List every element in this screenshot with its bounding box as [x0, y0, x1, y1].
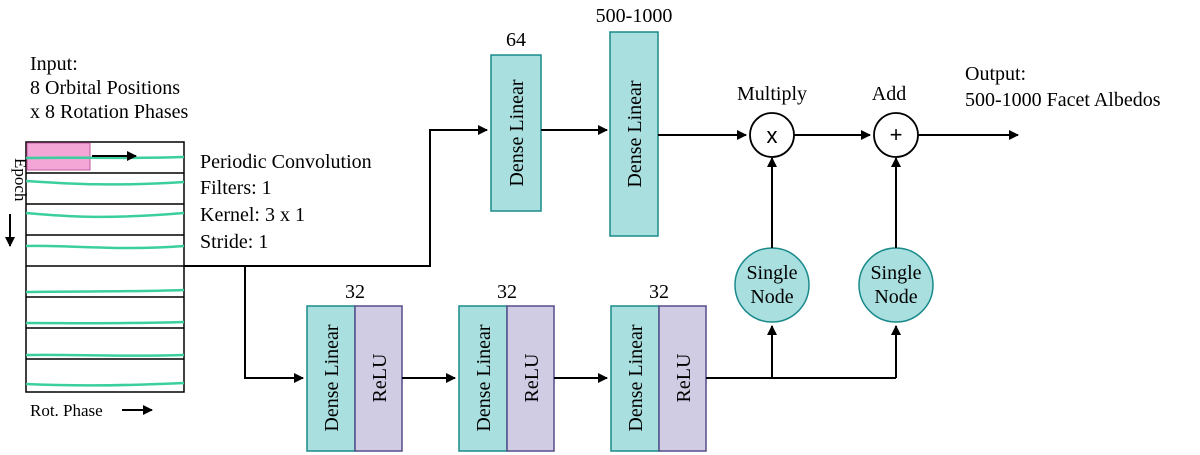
- multiply-symbol: x: [767, 123, 778, 148]
- epoch-signal-6: [25, 320, 185, 325]
- epoch-signal-1: [25, 155, 185, 160]
- top-dense-layer-1: [490, 54, 542, 212]
- input-title: Input:: [30, 53, 78, 75]
- top-layer2-size: 500-1000: [596, 5, 673, 27]
- top-dense-layer-2-label: Dense Linear: [624, 80, 646, 188]
- conv-title: Periodic Convolution: [200, 151, 372, 173]
- rot-phase-axis-label: Rot. Phase: [30, 401, 103, 420]
- single-node-2-line1: Single: [870, 262, 921, 284]
- bottom-block1-relu: [354, 305, 403, 452]
- single-node-2: [858, 247, 934, 323]
- conv-filters: Filters: 1: [200, 177, 272, 199]
- bottom-block3-relu-label: ReLU: [673, 353, 695, 402]
- conv-kernel: Kernel: 3 x 1: [200, 204, 305, 226]
- bottom-block3-dense-label: Dense Linear: [625, 324, 647, 432]
- bottom-block3-relu: [658, 305, 707, 452]
- multiply-label: Multiply: [737, 83, 807, 105]
- add-label: Add: [872, 83, 906, 105]
- bottom-block2-dense: [458, 305, 508, 452]
- add-symbol: +: [890, 122, 903, 147]
- bottom-block3-size: 32: [649, 281, 669, 303]
- output-facet-albedos: 500-1000 Facet Albedos: [965, 89, 1161, 111]
- single-node-2-line2: Node: [874, 286, 917, 308]
- epoch-signal-4: [25, 244, 185, 250]
- input-orbital-positions: 8 Orbital Positions: [30, 77, 180, 99]
- bottom-block1-size: 32: [345, 281, 365, 303]
- output-title: Output:: [965, 63, 1026, 85]
- top-layer1-size: 64: [506, 29, 526, 51]
- bottom-block1-relu-label: ReLU: [369, 353, 391, 402]
- epoch-signal-3: [25, 211, 185, 219]
- single-node-1-line2: Node: [750, 286, 793, 308]
- bottom-block2-size: 32: [497, 281, 517, 303]
- bottom-block2-relu: [506, 305, 555, 452]
- input-grid: [25, 141, 185, 393]
- top-dense-layer-1-label: Dense Linear: [506, 79, 528, 187]
- epoch-signal-2: [25, 179, 185, 186]
- input-rotation-phases: x 8 Rotation Phases: [30, 101, 189, 123]
- bottom-block2-dense-label: Dense Linear: [473, 324, 495, 432]
- epoch-signal-5: [25, 288, 185, 294]
- epoch-signal-8: [25, 381, 185, 387]
- epoch-axis-label: Epoch: [11, 158, 30, 202]
- bottom-block2-relu-label: ReLU: [521, 353, 543, 402]
- single-node-1-line1: Single: [746, 262, 797, 284]
- single-node-1: [734, 247, 810, 323]
- conv-to-top-branch-arrow: [184, 125, 488, 267]
- conv-stride: Stride: 1: [200, 231, 268, 253]
- bottom-block1-dense-label: Dense Linear: [321, 324, 343, 432]
- epoch-signal-7: [25, 353, 185, 357]
- conv-to-bottom-branch-arrow: [244, 266, 304, 383]
